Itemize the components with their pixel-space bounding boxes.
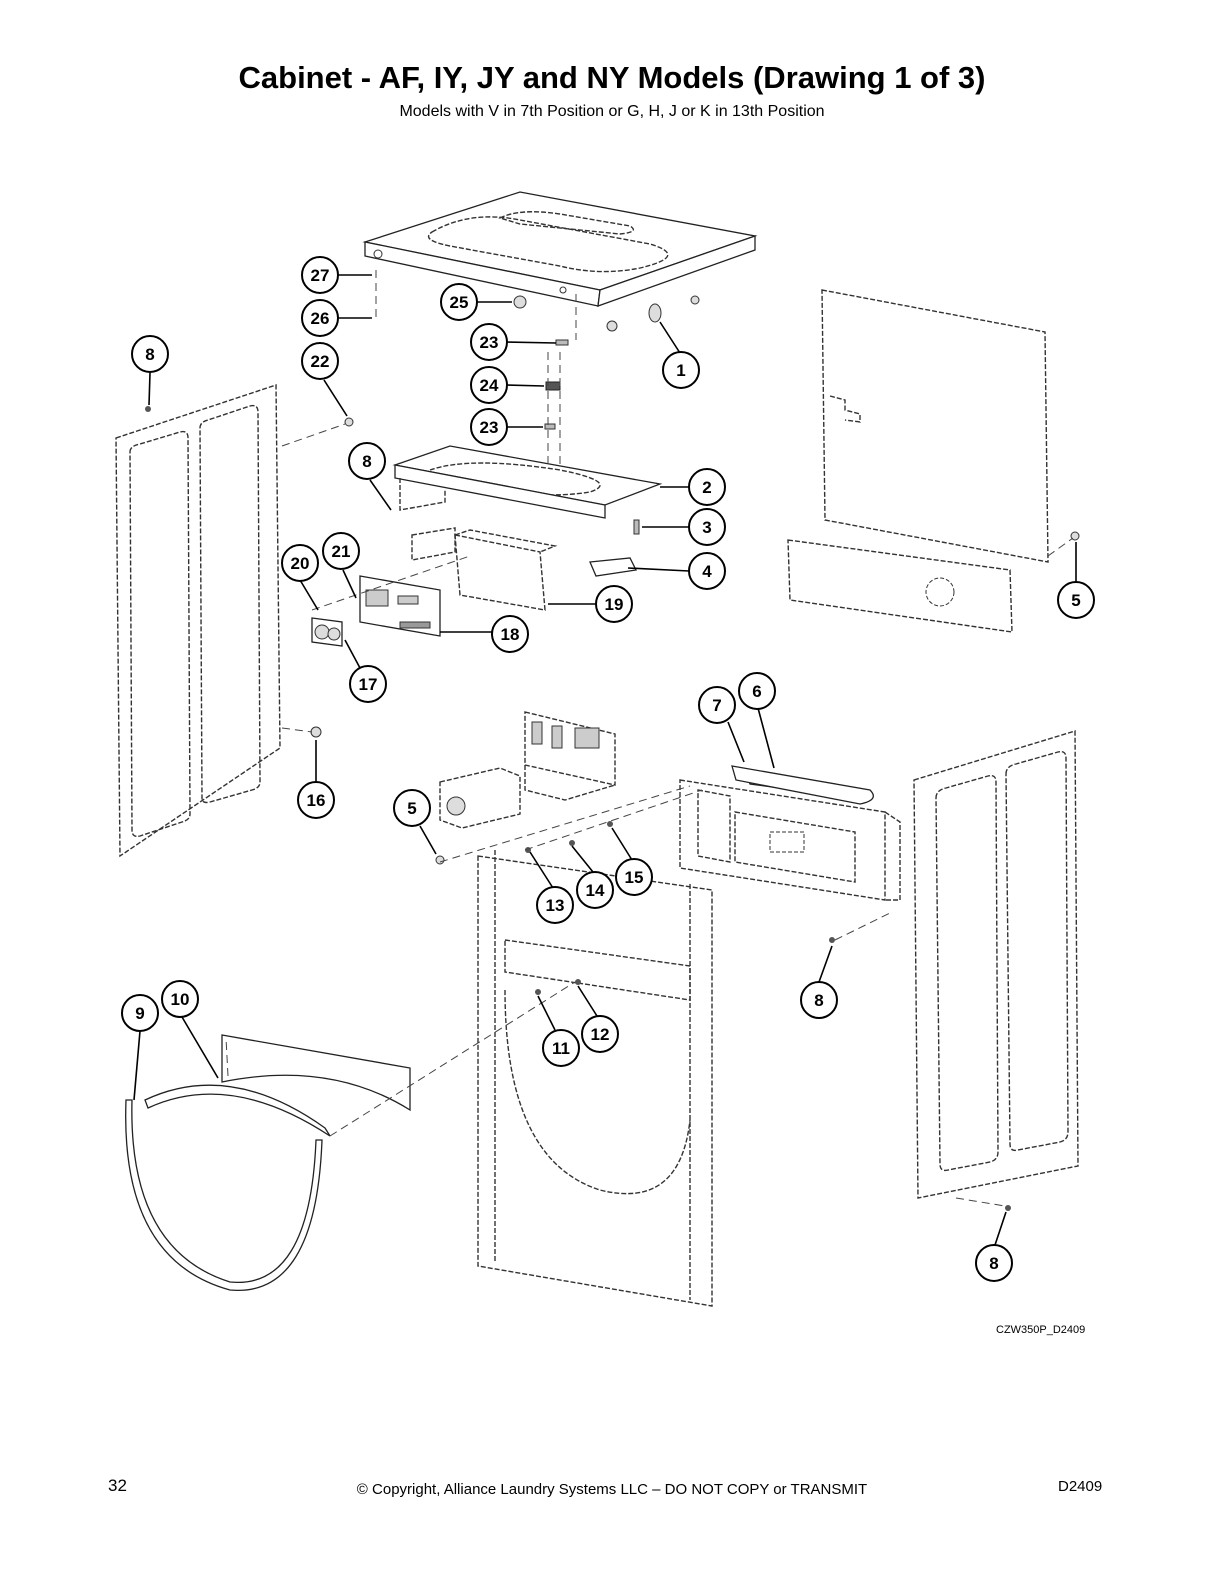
callout-2: 2 [688, 468, 726, 506]
callout-24-label: 24 [480, 376, 499, 395]
callout-8-panel: 8 [800, 981, 838, 1019]
control-module-part [435, 711, 616, 865]
drawing-code: CZW350P_D2409 [996, 1324, 1086, 1336]
callout-11: 11 [542, 1029, 580, 1067]
callout-20: 20 [281, 544, 319, 582]
callout-21-label: 21 [332, 542, 351, 561]
console-bracket-part [392, 445, 663, 519]
callout-25: 25 [440, 283, 478, 321]
door-bezel-part [125, 1034, 411, 1291]
callout-16: 16 [297, 781, 335, 819]
callout-8-left-panel-label: 8 [145, 345, 154, 364]
callout-13-label: 13 [546, 896, 565, 915]
page-title: Cabinet - AF, IY, JY and NY Models (Draw… [238, 60, 986, 95]
callout-23-upper: 23 [470, 323, 508, 361]
callout-9-label: 9 [135, 1004, 144, 1023]
callout-12-label: 12 [591, 1025, 610, 1044]
document-id: D2409 [1058, 1478, 1103, 1495]
callout-22: 22 [301, 342, 339, 380]
callout-1-label: 1 [676, 361, 685, 380]
callout-15-label: 15 [625, 868, 644, 887]
callout-10: 10 [161, 980, 199, 1018]
callout-25-label: 25 [450, 293, 469, 312]
callout-27: 27 [301, 256, 339, 294]
callout-23-lower: 23 [470, 408, 508, 446]
callout-24: 24 [470, 366, 508, 404]
callout-6: 6 [738, 672, 776, 710]
callout-20-label: 20 [291, 554, 310, 573]
callout-18: 18 [491, 615, 529, 653]
top-hardware [344, 295, 700, 430]
callout-19-label: 19 [605, 595, 624, 614]
callout-4-label: 4 [702, 562, 712, 581]
callout-22-label: 22 [311, 352, 330, 371]
callout-2-label: 2 [702, 478, 711, 497]
callout-7: 7 [698, 686, 736, 724]
control-panel-part [679, 779, 901, 943]
callout-5-front-label: 5 [407, 799, 416, 818]
callout-15: 15 [615, 858, 653, 896]
callout-27-label: 27 [311, 266, 330, 285]
callout-3-label: 3 [702, 518, 711, 537]
left-side-panel-part [115, 384, 322, 858]
callout-9: 9 [121, 994, 159, 1032]
callout-21: 21 [322, 532, 360, 570]
callout-12: 12 [581, 1015, 619, 1053]
top-cover-part [362, 191, 758, 307]
callout-6-label: 6 [752, 682, 761, 701]
callout-19: 19 [595, 585, 633, 623]
callout-8-left-panel: 8 [131, 335, 169, 373]
page-number: 32 [108, 1476, 127, 1495]
explode-lines [225, 270, 1074, 1207]
callout-5-back: 5 [1057, 581, 1095, 619]
callout-18-label: 18 [501, 625, 520, 644]
callout-23-upper-label: 23 [480, 333, 499, 352]
callout-17-label: 17 [359, 675, 378, 694]
callout-14: 14 [576, 871, 614, 909]
control-box-part [311, 519, 640, 647]
callout-8-panel-label: 8 [814, 991, 823, 1010]
callout-23-lower-label: 23 [480, 418, 499, 437]
callout-8-right-panel-label: 8 [989, 1254, 998, 1273]
callout-5-front: 5 [393, 789, 431, 827]
callout-11-label: 11 [552, 1039, 570, 1058]
callout-8-right-panel: 8 [975, 1244, 1013, 1282]
callout-7-label: 7 [712, 696, 721, 715]
callout-4: 4 [688, 552, 726, 590]
callout-26: 26 [301, 299, 339, 337]
right-side-panel-part [913, 730, 1079, 1211]
console-trim-part [731, 765, 874, 805]
callout-8-bracket: 8 [348, 442, 386, 480]
callout-8-bracket-label: 8 [362, 452, 371, 471]
copyright-notice: © Copyright, Alliance Laundry Systems LL… [356, 1481, 868, 1498]
callout-5-back-label: 5 [1071, 591, 1080, 610]
callout-1: 1 [662, 351, 700, 389]
callout-3: 3 [688, 508, 726, 546]
page-subtitle: Models with V in 7th Position or G, H, J… [399, 103, 825, 120]
callout-17: 17 [349, 665, 387, 703]
callout-14-label: 14 [586, 881, 605, 900]
callout-26-label: 26 [311, 309, 330, 328]
callout-16-label: 16 [307, 791, 326, 810]
back-panel-part [787, 289, 1080, 633]
callout-13: 13 [536, 886, 574, 924]
callout-leaders [133, 274, 1077, 1246]
callout-10-label: 10 [171, 990, 190, 1009]
